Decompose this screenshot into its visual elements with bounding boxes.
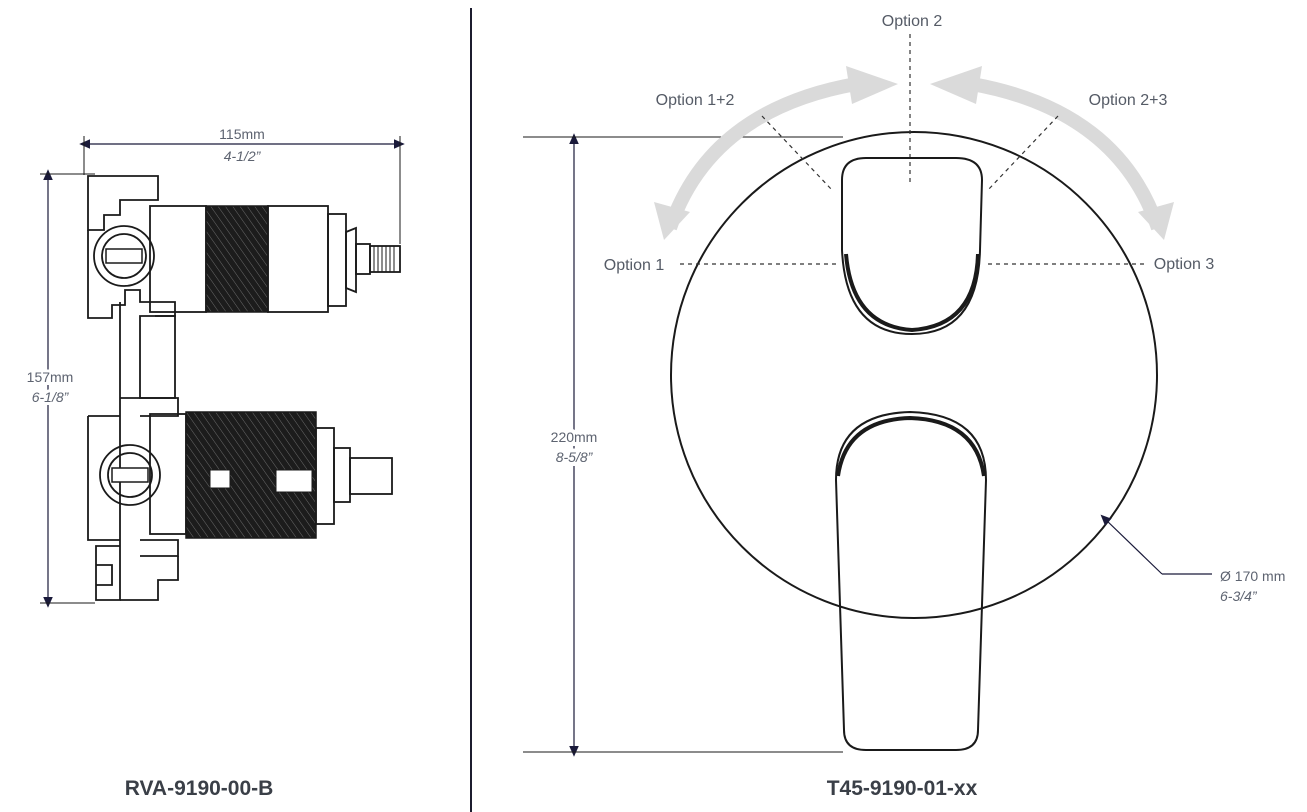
trim-drawing: 220mm 8-5/8” Ø 170 mm 6-3/4” Option 2 Op… [523,13,1285,800]
rotate-left-arrow [663,77,858,231]
trim-height-mm-label: 220mm [551,429,598,445]
diameter-in-label: 6-3/4” [1220,588,1258,604]
option-2-3-label: Option 2+3 [1089,92,1168,109]
height-in-label: 6-1/8” [32,389,70,405]
trim-height-in-label: 8-5/8” [556,449,594,465]
cover-plate [670,131,1158,619]
width-mm-label: 115mm [219,126,265,142]
trim-code: T45-9190-01-xx [827,777,978,800]
height-mm-label: 157mm [27,369,74,385]
option-1-2-label: Option 1+2 [656,92,735,109]
width-in-label: 4-1/2” [224,148,262,164]
option-3-label: Option 3 [1154,256,1215,273]
valve-body-drawing: 115mm 4-1/2” 157mm 6-1/8” [24,126,405,800]
mixer-lever [834,410,988,751]
option-1-label: Option 1 [604,257,665,274]
upper-thread [205,205,269,313]
valve-body-code: RVA-9190-00-B [125,777,274,800]
diameter-leader [1100,514,1163,575]
diameter-mm-label: Ø 170 mm [1220,568,1285,584]
option-2-label: Option 2 [882,13,943,30]
rotate-right-arrow [970,77,1165,231]
